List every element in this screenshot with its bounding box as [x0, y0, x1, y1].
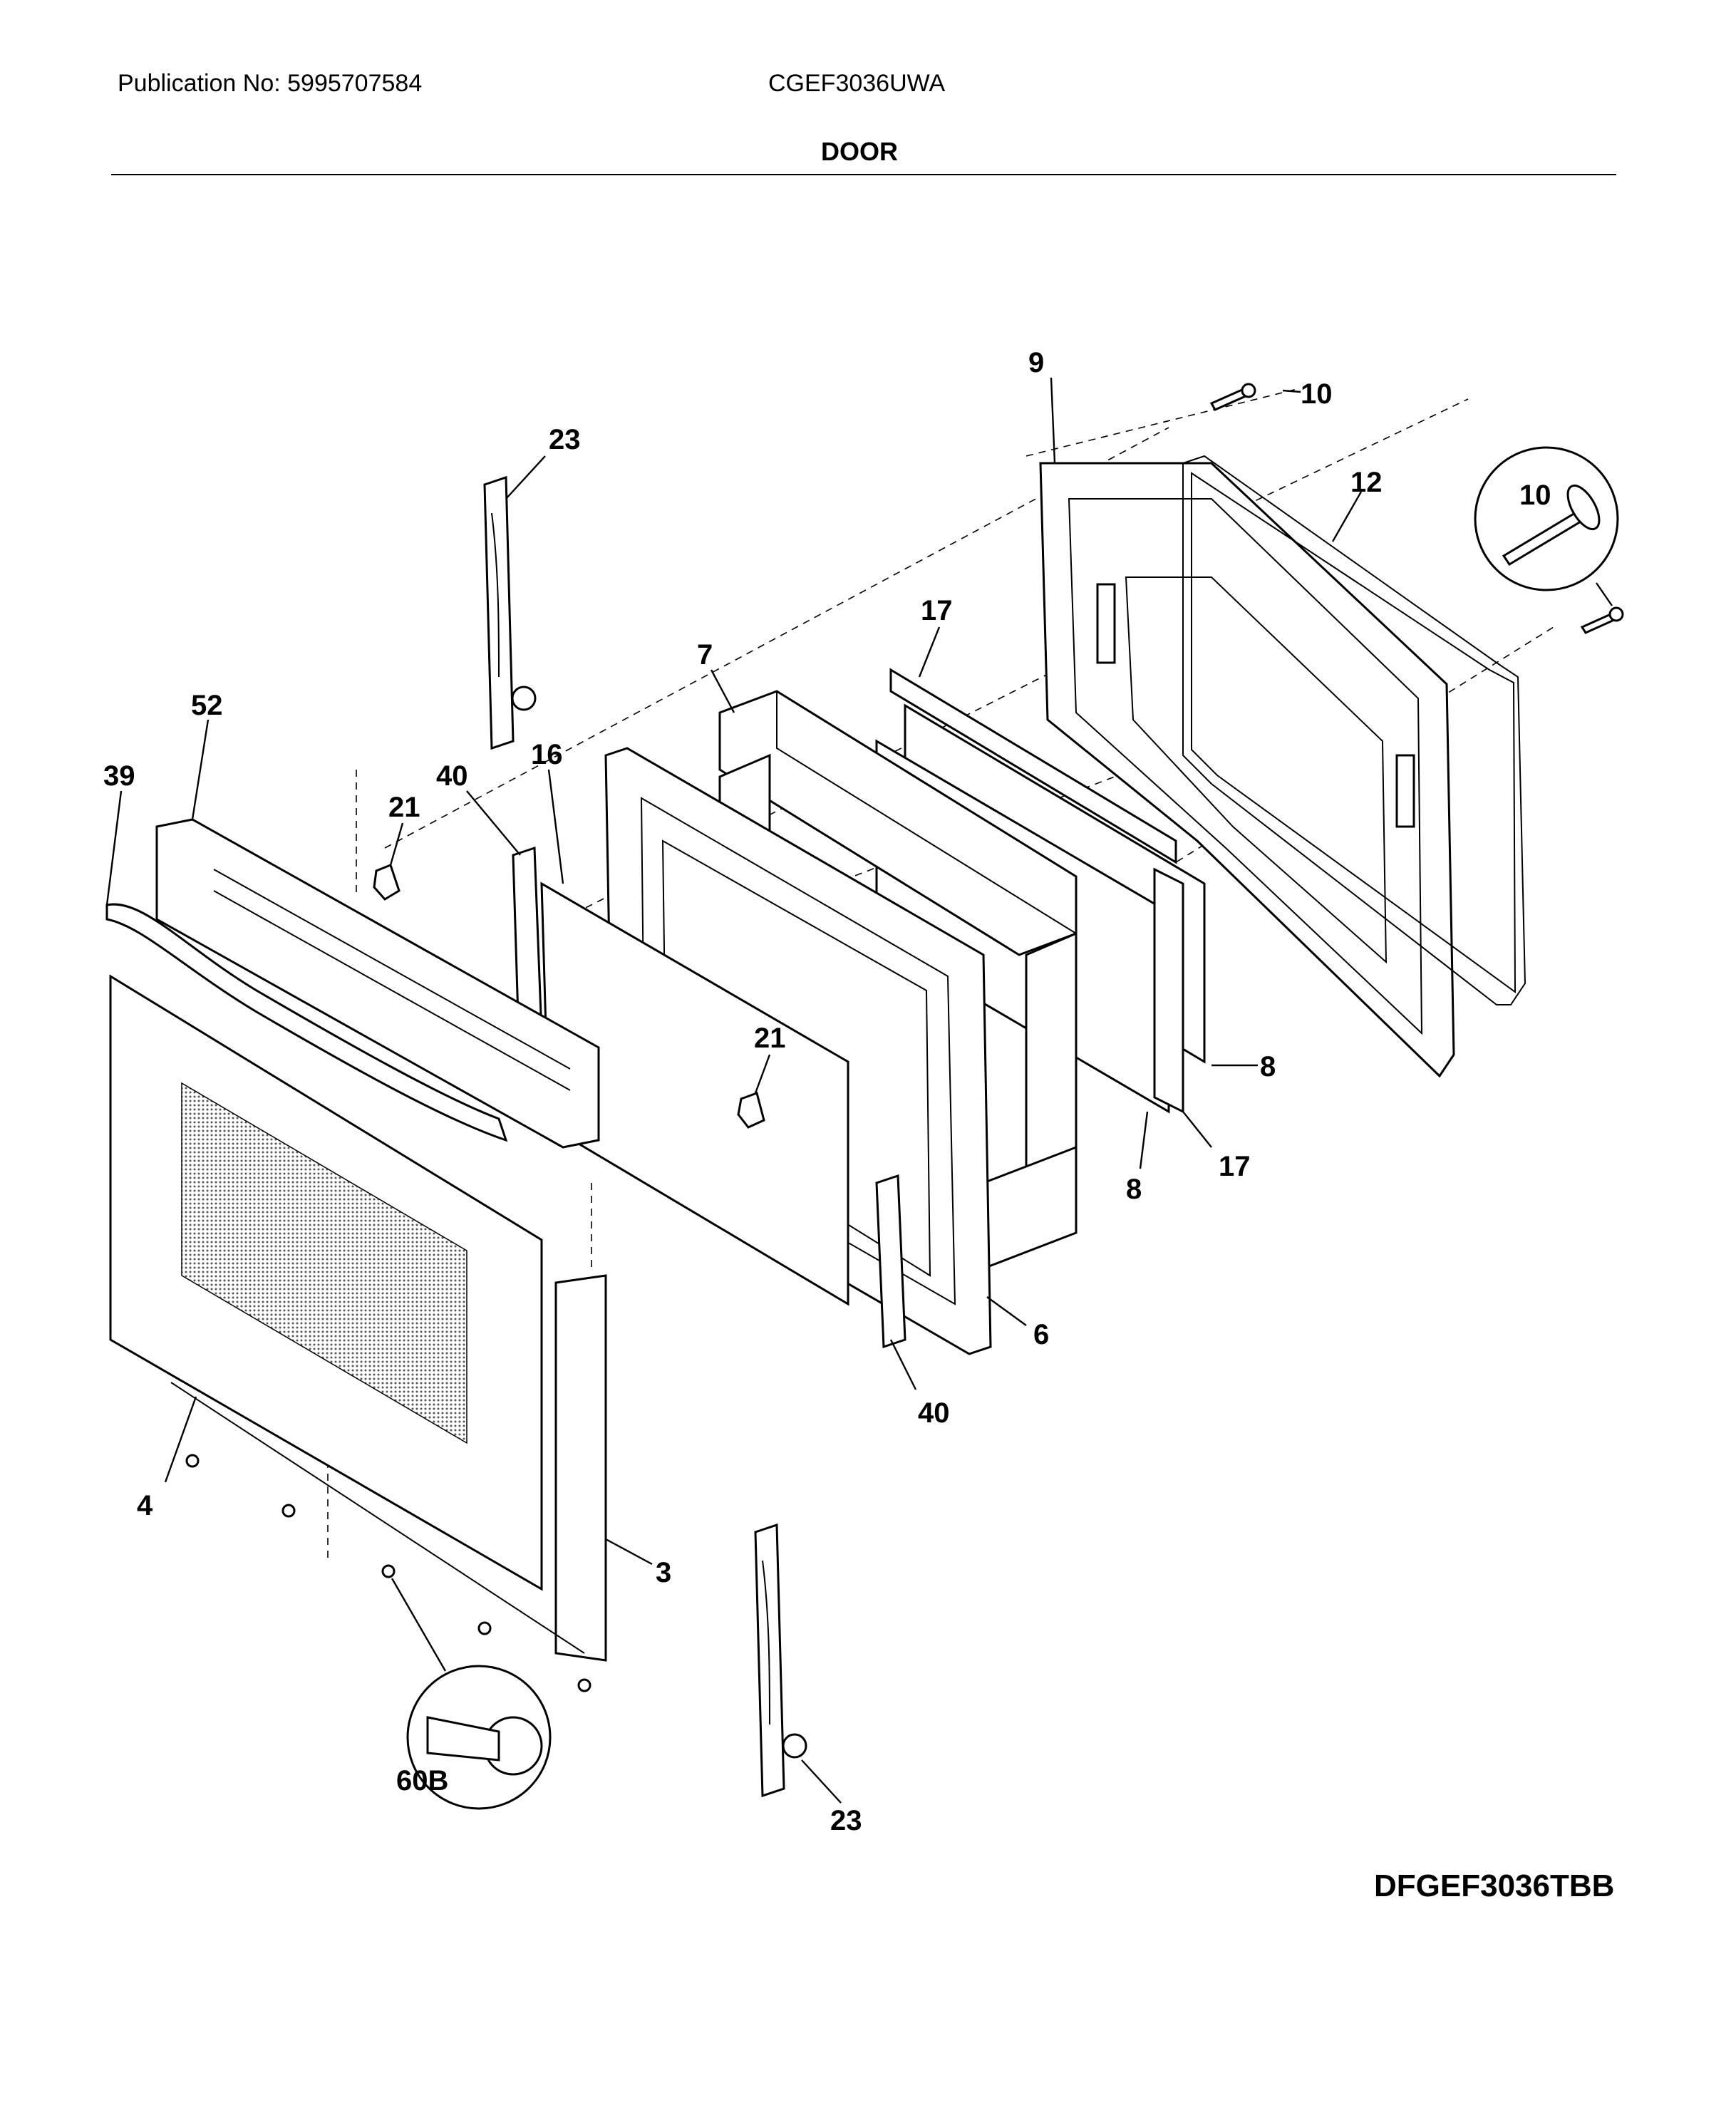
callout-40-top: 40	[436, 760, 468, 792]
door-gasket	[1182, 455, 1526, 1005]
callout-8-right: 8	[1260, 1051, 1276, 1082]
callout-9: 9	[1028, 347, 1044, 378]
callout-23-top: 23	[549, 424, 581, 455]
detail-bolt-circle	[1474, 446, 1619, 606]
callout-17-top: 17	[921, 595, 953, 626]
hinge-top	[483, 475, 537, 750]
callout-8-bottom: 8	[1126, 1174, 1142, 1205]
side-channels	[512, 846, 906, 1349]
callout-39: 39	[103, 760, 135, 792]
detail-screw-circle	[391, 1578, 552, 1810]
callout-4: 4	[137, 1490, 153, 1521]
section-title: DOOR	[821, 137, 898, 166]
publication-number: Publication No: 5995707584	[118, 70, 423, 97]
outer-door-panel	[109, 974, 607, 1662]
callout-23-bottom: 23	[830, 1805, 862, 1836]
callout-labels: 9 10 10 12 23 17 7 52 16 39 21 40 21 8 1…	[103, 347, 1551, 1836]
callout-52: 52	[191, 690, 223, 721]
callout-10: 10	[1301, 378, 1333, 410]
callout-21-top: 21	[388, 792, 420, 823]
callout-60b: 60B	[396, 1765, 448, 1796]
model-number: CGEF3036UWA	[768, 70, 946, 97]
inner-door-liner	[1039, 462, 1455, 1078]
diagram-code: DFGEF3036TBB	[1374, 1868, 1615, 1903]
glass-clips	[373, 864, 765, 1129]
callout-17-bottom: 17	[1219, 1151, 1251, 1182]
callout-10-detail: 10	[1519, 480, 1551, 511]
shoulder-bolts	[1209, 383, 1624, 634]
callout-16: 16	[531, 739, 563, 770]
callout-3: 3	[656, 1557, 671, 1588]
callout-6: 6	[1033, 1319, 1049, 1350]
leader-lines	[105, 377, 1363, 1804]
door-handle	[105, 903, 508, 1142]
door-screws	[185, 1454, 591, 1692]
callout-7: 7	[697, 639, 713, 671]
callout-40-bottom: 40	[918, 1397, 950, 1429]
callout-12: 12	[1350, 467, 1383, 498]
hinge-bottom	[754, 1523, 807, 1798]
callout-21-bottom: 21	[754, 1023, 786, 1054]
header-rule	[111, 174, 1616, 175]
